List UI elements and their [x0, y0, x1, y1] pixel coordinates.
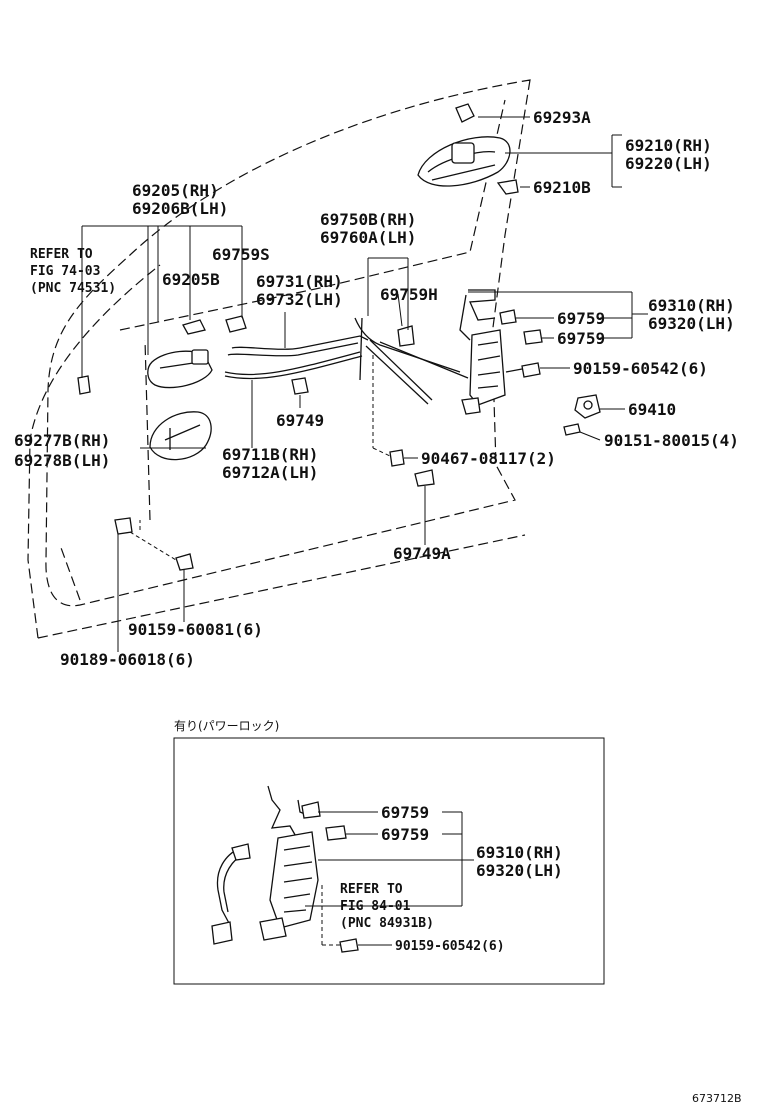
inset-label-refer-b: FIG 84-01 — [340, 899, 411, 914]
label-69749: 69749 — [276, 411, 324, 430]
label-90189-06018: 90189-06018(6) — [60, 650, 195, 669]
label-90151-80015: 90151-80015(4) — [604, 431, 739, 450]
label-69293A: 69293A — [533, 108, 591, 127]
inset-label-69759-a: 69759 — [381, 803, 429, 822]
leader-lines — [81, 116, 648, 652]
label-69759-b: 69759 — [557, 329, 605, 348]
inset-label-69320-lh: 69320(LH) — [476, 861, 563, 880]
label-69278B-lh: 69278B(LH) — [14, 451, 110, 470]
label-69320-lh: 69320(LH) — [648, 314, 735, 333]
label-69205-rh: 69205(RH) — [132, 181, 219, 200]
label-69749A: 69749A — [393, 544, 451, 563]
label-69759H: 69759H — [380, 285, 438, 304]
inset-label-refer-a: REFER TO — [340, 882, 403, 897]
label-69711B-rh: 69711B(RH) — [222, 445, 318, 464]
label-69205B: 69205B — [162, 270, 220, 289]
part-labels: 69293A 69210(RH) 69220(LH) 69210B 69205(… — [14, 108, 739, 669]
screw-90189 — [114, 517, 133, 535]
label-69732-lh: 69732(LH) — [256, 290, 343, 309]
label-90159-60542: 90159-60542(6) — [573, 359, 708, 378]
label-69760A-lh: 69760A(LH) — [320, 228, 416, 247]
inset-label-refer-c: (PNC 84931B) — [340, 916, 434, 931]
rod-clip-part — [225, 315, 247, 333]
label-69712A-lh: 69712A(LH) — [222, 463, 318, 482]
lock-rods — [224, 317, 469, 405]
outside-door-handle — [417, 136, 511, 187]
screw-90159-60081 — [175, 553, 194, 571]
inset-label-69759-b: 69759 — [381, 825, 429, 844]
handle-cap-part — [496, 179, 519, 195]
label-69210-rh: 69210(RH) — [625, 136, 712, 155]
label-69410: 69410 — [628, 400, 676, 419]
handle-clip-part — [182, 319, 206, 335]
label-90467-08117: 90467-08117(2) — [421, 449, 556, 468]
label-refer1-c: (PNC 74531) — [30, 281, 116, 296]
label-69759S: 69759S — [212, 245, 270, 264]
label-69750B-rh: 69750B(RH) — [320, 210, 416, 229]
handle-pad-part — [455, 103, 475, 123]
clip-90467 — [389, 449, 405, 467]
rod-holder-part — [397, 325, 415, 347]
inset-label-90159-60542: 90159-60542(6) — [395, 939, 505, 954]
label-90159-60081: 90159-60081(6) — [128, 620, 263, 639]
label-refer1-a: REFER TO — [30, 247, 93, 262]
lock-clips — [499, 309, 543, 345]
striker-screw — [563, 423, 581, 436]
label-69206B-lh: 69206B(LH) — [132, 199, 228, 218]
power-lock-inset: 有り(パワーロック) 69759 69759 69310(RH) 69320(L… — [173, 719, 605, 985]
label-refer1-b: FIG 74-03 — [30, 264, 100, 279]
inset-caption: 有り(パワーロック) — [174, 719, 279, 733]
door-lock-assembly — [459, 289, 506, 415]
refer-part-74531 — [77, 375, 91, 395]
label-69731-rh: 69731(RH) — [256, 272, 343, 291]
lock-screw — [505, 362, 541, 378]
figure-id: 673712B — [692, 1092, 742, 1105]
inside-door-handle — [147, 349, 213, 389]
clip-69749A — [414, 469, 435, 487]
inset-label-69310-rh: 69310(RH) — [476, 843, 563, 862]
label-69759-a: 69759 — [557, 309, 605, 328]
handle-bezel — [149, 411, 212, 461]
rod-clip-69749 — [291, 377, 309, 395]
label-69310-rh: 69310(RH) — [648, 296, 735, 315]
label-69210B: 69210B — [533, 178, 591, 197]
label-69277B-rh: 69277B(RH) — [14, 431, 110, 450]
label-69220-lh: 69220(LH) — [625, 154, 712, 173]
door-striker — [574, 394, 601, 419]
